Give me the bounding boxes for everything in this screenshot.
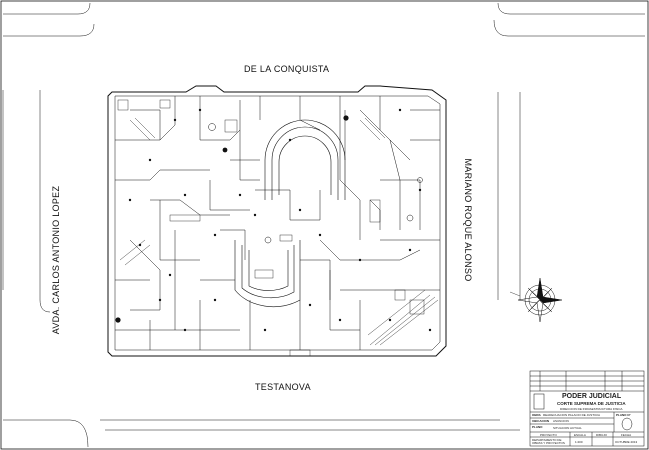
- title-block-frame: [529, 370, 645, 447]
- title-block-col-project: PROYECTO: [540, 433, 557, 437]
- column-dots: [115, 108, 432, 332]
- street-label-bottom: TESTANOVA: [255, 382, 311, 392]
- title-block-work-label: OBRA: [532, 413, 541, 417]
- title-block-scale-value: 1:200: [575, 440, 583, 444]
- title-block-plan-label: PLANO N°: [616, 413, 631, 417]
- title-block-date-value: OCTUBRE 2013: [615, 440, 638, 444]
- title-block-direction: DIRECCION DE INFRAESTRUCTURA FISICA: [560, 407, 623, 411]
- title-block-plano-label: PLANO: [532, 425, 543, 429]
- compass-rose-icon: [509, 277, 563, 323]
- central-ramp: [234, 119, 346, 308]
- title-block-location-label: UBICACION: [532, 419, 549, 423]
- title-block-plano-value: SITUACION ACTUAL: [553, 426, 582, 430]
- street-label-top: DE LA CONQUISTA: [244, 64, 330, 74]
- interior-walls: [115, 96, 440, 350]
- street-label-right: MARIANO ROQUE ALONSO: [463, 158, 473, 282]
- open-circles: [208, 123, 423, 244]
- street-label-left: AVDA. CARLOS ANTONIO LOPEZ: [51, 185, 61, 335]
- title-block-location-value: ASUNCION: [553, 419, 569, 423]
- title-block-work-value: READECUACION PALACIO DE JUSTICIA: [543, 413, 600, 417]
- title-block-col-date: FECHA: [621, 433, 632, 437]
- building-outline: [107, 85, 447, 357]
- title-block-institution: PODER JUDICIAL: [562, 393, 622, 400]
- diagonal-ramps: [119, 117, 439, 346]
- title-block-court: CORTE SUPREMA DE JUSTICIA: [557, 401, 626, 406]
- title-block-col-drawn: DIBUJO: [596, 433, 608, 437]
- title-block-col-scale: ESCALA: [574, 433, 586, 437]
- title-block-dept: DEPARTAMENTO DE OBRAS Y PROYECTOS: [532, 438, 565, 446]
- fixtures: [117, 99, 425, 357]
